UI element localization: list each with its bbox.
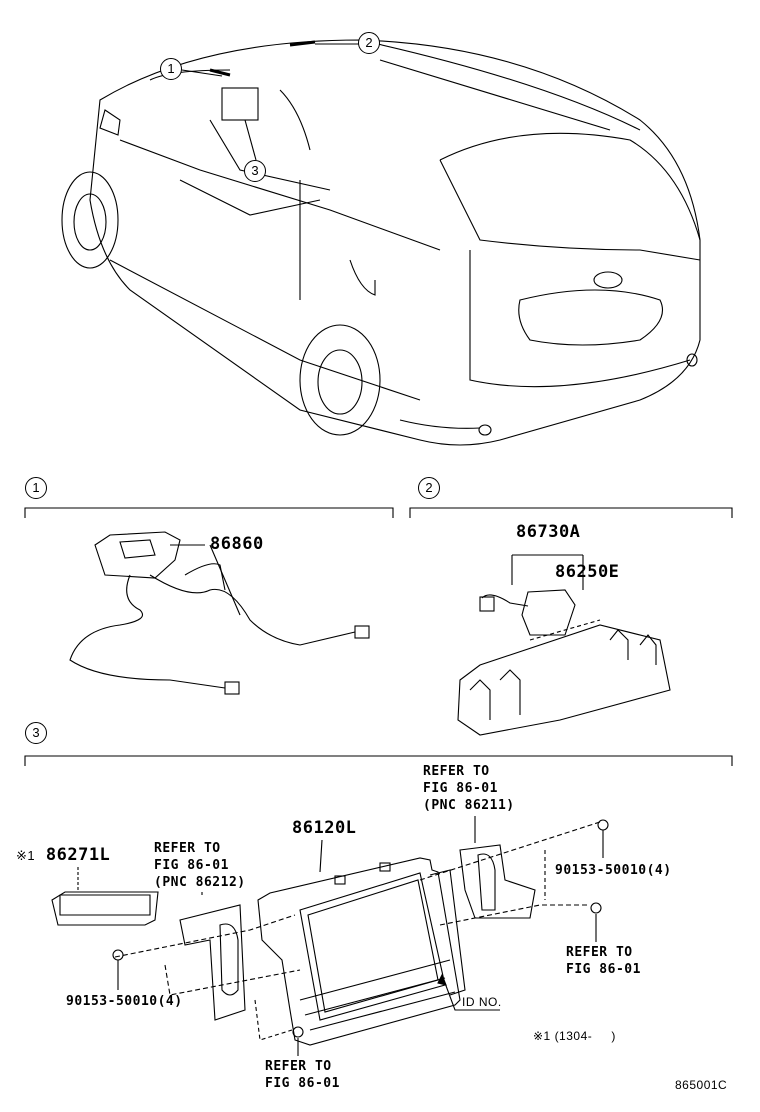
refer-right-bottom-line: REFER TO <box>566 945 633 960</box>
refer-left-pnc: (PNC 86212) <box>154 875 246 890</box>
refer-right-bottom: REFER TO FIG 86-01 <box>566 944 641 978</box>
section-2-bracket <box>409 507 733 518</box>
section-2-marker: 2 <box>418 477 440 499</box>
id-no-label: ID NO. <box>462 995 502 1009</box>
section-3-marker: 3 <box>25 722 47 744</box>
left-bracket <box>112 892 304 1056</box>
part-number-86250e[interactable]: 86250E <box>555 562 620 582</box>
part-number-86120l[interactable]: 86120L <box>292 818 357 838</box>
refer-bottom: REFER TO FIG 86-01 <box>265 1058 340 1092</box>
section-1-bracket <box>24 507 394 518</box>
note-mark-86271l: ※1 86271L <box>16 845 110 866</box>
refer-right-bottom-fig-link[interactable]: FIG 86-01 <box>566 962 641 977</box>
refer-left-fig-link[interactable]: FIG 86-01 <box>154 858 229 873</box>
id-no-leader <box>441 974 500 1011</box>
bolt-right-part-number[interactable]: 90153-50010(4) <box>555 863 672 878</box>
section-1-marker: 1 <box>25 477 47 499</box>
bolt-left-part-number[interactable]: 90153-50010(4) <box>66 994 183 1009</box>
part-number-86860[interactable]: 86860 <box>210 534 264 554</box>
vehicle-illustration <box>61 39 701 446</box>
part-number-86271l[interactable]: 86271L <box>45 845 111 865</box>
part-number-86730a[interactable]: 86730A <box>516 522 581 542</box>
figure-code: 865001C <box>675 1078 728 1092</box>
part-86271l-module <box>51 866 159 926</box>
refer-right-top-pnc: (PNC 86211) <box>423 798 515 813</box>
footnote: ※1 (1304- ) <box>533 1029 616 1043</box>
right-bracket <box>419 816 609 942</box>
refer-right-top-fig-link[interactable]: FIG 86-01 <box>423 781 498 796</box>
refer-right-top-line: REFER TO <box>423 764 490 779</box>
part-86250e-switch <box>457 554 671 736</box>
refer-right-top: REFER TO FIG 86-01 (PNC 86211) <box>423 763 515 814</box>
callout-2[interactable]: 2 <box>358 32 380 54</box>
section-3-bracket <box>24 755 733 766</box>
refer-left-line: REFER TO <box>154 841 221 856</box>
callout-1[interactable]: 1 <box>160 58 182 80</box>
callout-3[interactable]: 3 <box>244 160 266 182</box>
refer-bottom-fig-link[interactable]: FIG 86-01 <box>265 1076 340 1091</box>
part-86120l-navigation-display <box>257 839 466 1046</box>
refer-left: REFER TO FIG 86-01 (PNC 86212) <box>154 840 246 891</box>
note-mark: ※1 <box>16 848 36 863</box>
part-86860-harness <box>69 531 370 695</box>
refer-bottom-line: REFER TO <box>265 1059 332 1074</box>
